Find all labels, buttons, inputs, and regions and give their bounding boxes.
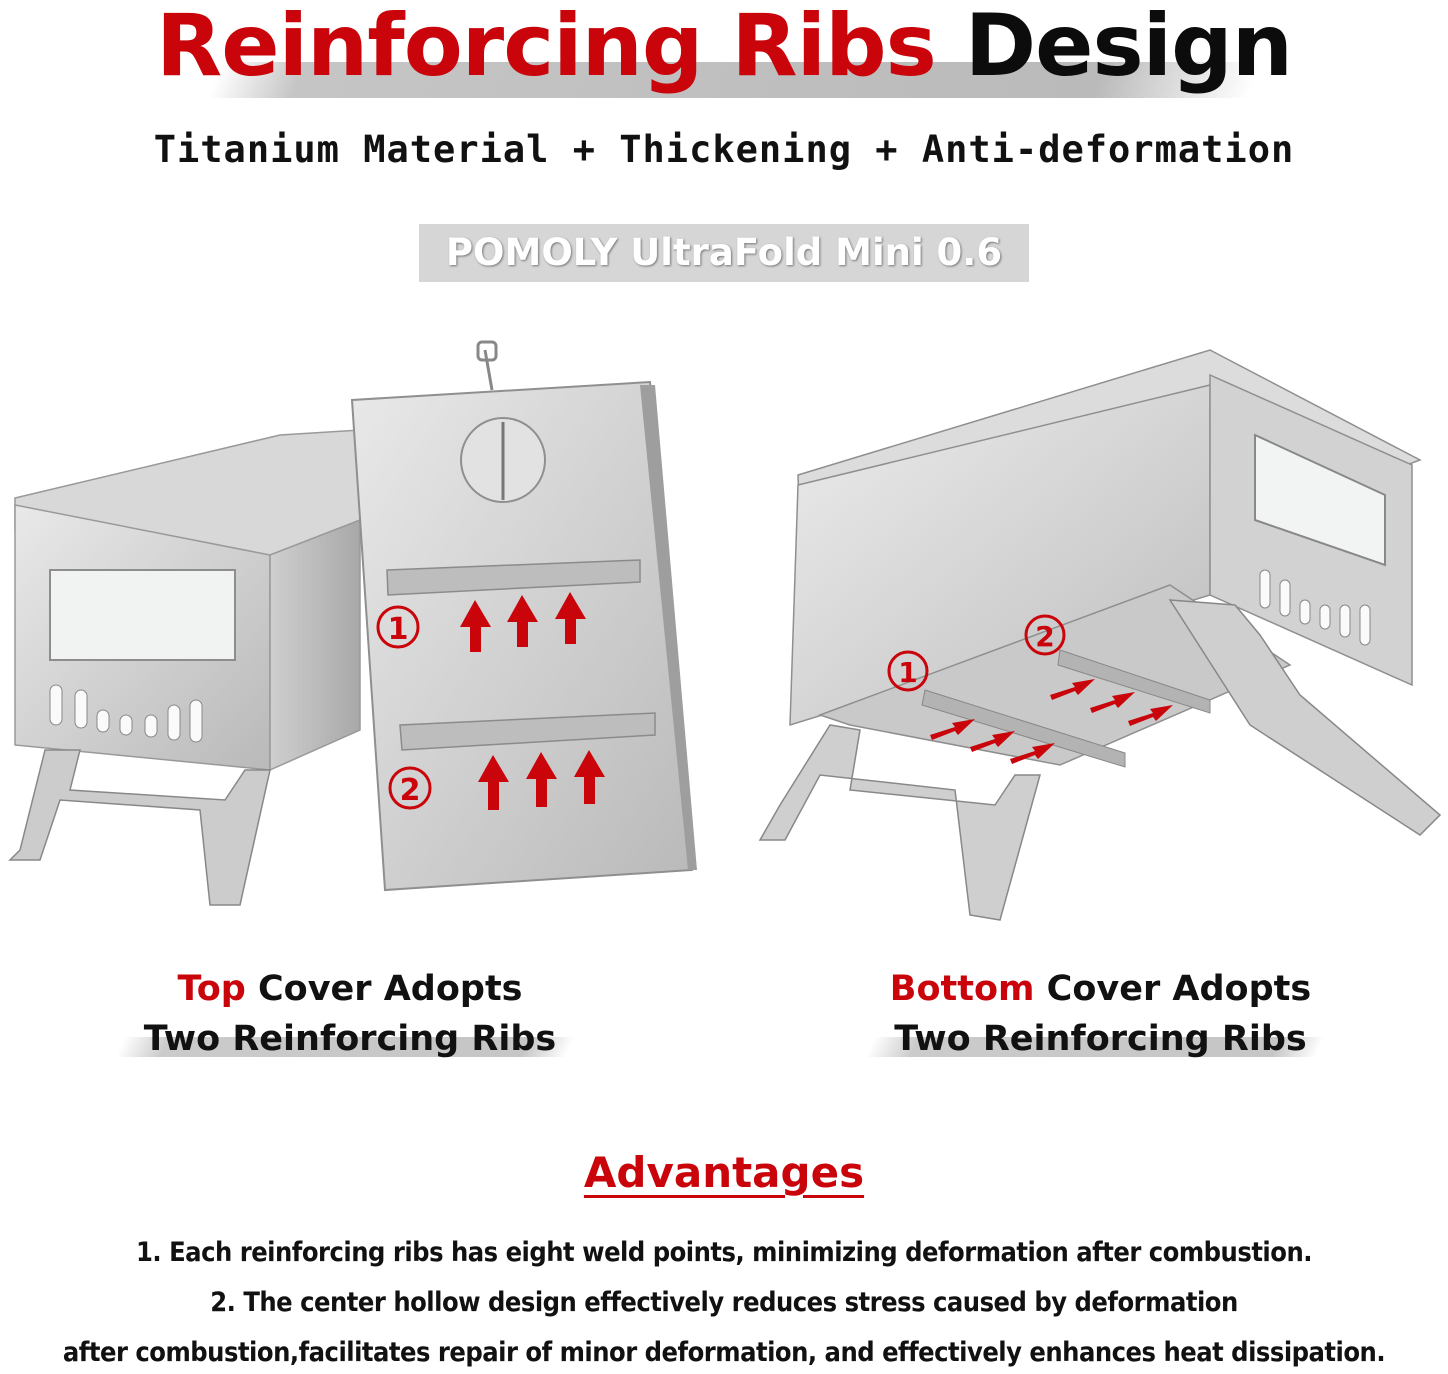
svg-text:1: 1 [388,612,409,647]
right-caption-line1: Bottom Cover Adopts [848,964,1353,1014]
rib-marker-1: 1 [887,650,929,692]
up-arrows-top [460,592,605,810]
reinforcing-rib-1 [921,689,1126,768]
advantage-line-1: 1. Each reinforcing ribs has eight weld … [136,1237,1312,1268]
model-badge [419,224,1029,282]
rib-marker-2: 2 [1024,614,1066,656]
left-caption-line1: Top Cover Adopts [100,964,600,1014]
bottom-cover-panel [817,584,1292,766]
right-caption-rest: Cover Adopts [1046,969,1312,1009]
model-name: POMOLY UltraFold Mini 0.6 [445,231,1003,274]
title-red-part: Reinforcing Ribs [156,0,937,96]
right-caption: Bottom Cover Adopts Two Reinforcing Ribs [848,964,1353,1064]
stove-bottom-cover-illustration: 1 2 [758,349,1442,921]
advantages-title: Advantages [583,1148,865,1197]
left-caption: Top Cover Adopts Two Reinforcing Ribs [100,964,600,1064]
stove-window [1254,433,1386,567]
stove-body [8,429,361,906]
svg-text:1: 1 [898,656,917,689]
advantage-line-2: 2. The center hollow design effectively … [210,1287,1238,1318]
left-caption-rest: Cover Adopts [257,969,523,1009]
reinforcing-rib-2 [399,712,656,751]
rib-marker-2: 2 [388,766,432,810]
page-title: Reinforcing Ribs Design [0,0,1448,96]
stove-window [49,569,236,661]
reinforcing-rib-2 [1057,649,1211,714]
advantage-line-3: after combustion,facilitates repair of m… [62,1337,1386,1368]
svg-text:2: 2 [400,773,421,808]
svg-text:2: 2 [1035,620,1054,653]
title-black-part: Design [964,0,1293,96]
reinforcing-rib-1 [386,559,641,596]
diagonal-arrows [930,679,1173,764]
left-caption-highlight: Top [177,969,246,1009]
rib-marker-1: 1 [376,605,420,649]
right-caption-line2: Two Reinforcing Ribs [894,1019,1307,1059]
subtitle: Titanium Material + Thickening + Anti-de… [153,128,1295,171]
right-caption-highlight: Bottom [889,969,1035,1009]
left-caption-line2: Two Reinforcing Ribs [143,1019,557,1059]
stove-top-cover-illustration: 1 2 [8,340,697,906]
stove-body-upside-down [758,349,1442,921]
